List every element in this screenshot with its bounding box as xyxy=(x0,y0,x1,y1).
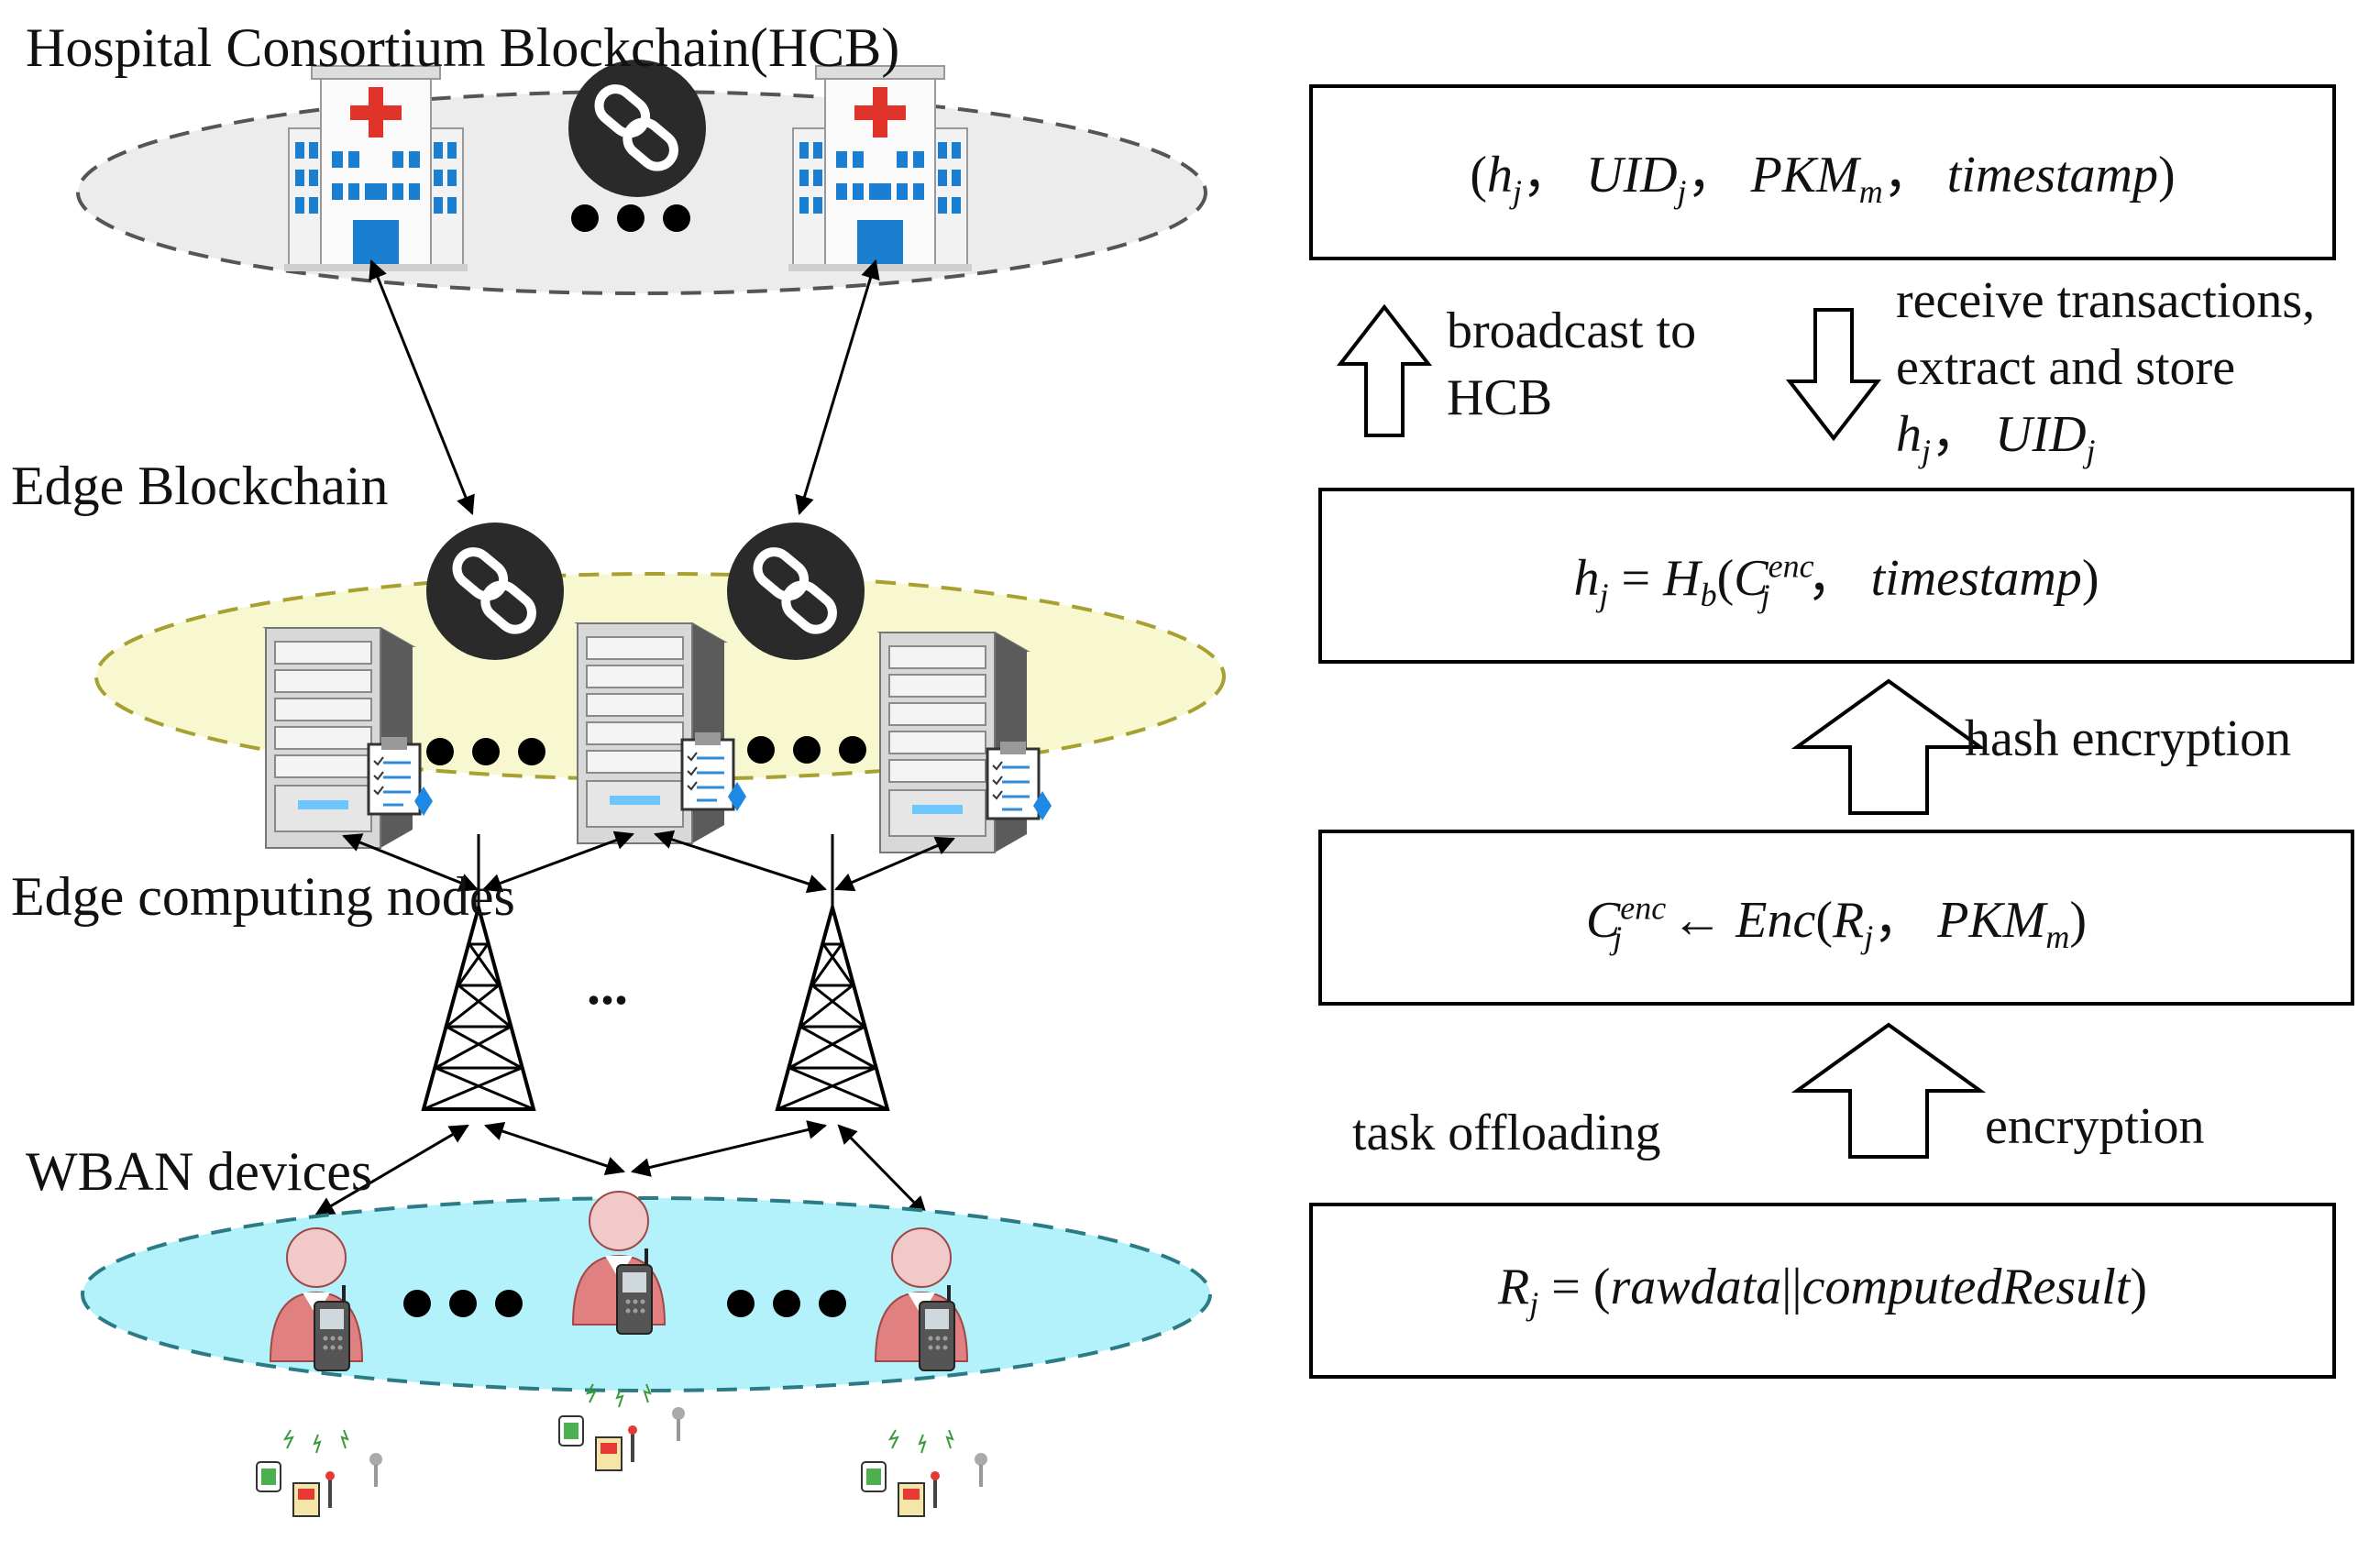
hash-box: hj = Hb(Cencj， timestamp) xyxy=(1318,488,2354,664)
sensor-icon xyxy=(557,1382,687,1472)
receive-label: receive transactions,extract and store h… xyxy=(1896,268,2315,473)
sensor-icon xyxy=(860,1428,989,1518)
encryption-label: encryption xyxy=(1985,1098,2205,1155)
sensor-icon xyxy=(255,1428,384,1518)
wban-dots xyxy=(403,1290,846,1317)
edge-dots xyxy=(426,736,866,765)
encryption-formula: Cencj ← Enc(Rj， PKMm) xyxy=(1585,889,2088,956)
chain-link-icon xyxy=(426,522,564,660)
tower-ellipsis: ... xyxy=(587,955,628,1016)
encryption-up-arrow xyxy=(1795,1023,1982,1159)
hash-formula: hj = Hb(Cencj， timestamp) xyxy=(1573,547,2099,614)
raw-data-formula: Rj = (rawdata||computedResult) xyxy=(1498,1259,2147,1323)
raw-data-box: Rj = (rawdata||computedResult) xyxy=(1309,1203,2336,1379)
edge-nodes-label: Edge computing nodes xyxy=(11,866,515,927)
broadcast-up-arrow xyxy=(1339,305,1430,437)
receive-formula: hj， UIDj xyxy=(1896,405,2096,469)
encryption-box: Cencj ← Enc(Rj， PKMm) xyxy=(1318,830,2354,1006)
transaction-box: (hj， UIDj， PKMm， timestamp) xyxy=(1309,84,2336,260)
wban-label: WBAN devices xyxy=(26,1141,373,1202)
chain-link-icon xyxy=(568,60,706,197)
transaction-formula: (hj， UIDj， PKMm， timestamp) xyxy=(1470,147,2176,211)
task-offloading-label: task offloading xyxy=(1352,1105,1661,1161)
receive-down-arrow xyxy=(1785,308,1882,442)
hcb-dots xyxy=(571,204,690,232)
hash-up-arrow xyxy=(1795,679,1982,815)
edge-blockchain-label: Edge Blockchain xyxy=(11,456,389,516)
hcb-label: Hospital Consortium Blockchain(HCB) xyxy=(26,17,900,78)
hash-encryption-label: hash encryption xyxy=(1965,710,2292,767)
chain-link-icon xyxy=(727,522,865,660)
